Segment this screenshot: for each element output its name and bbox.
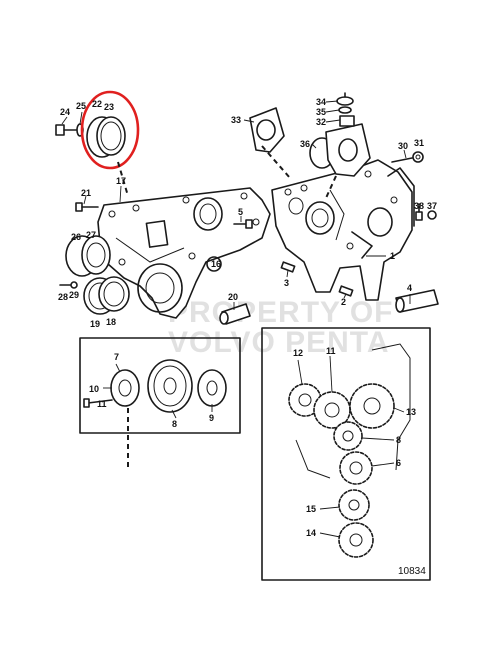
bolt-38 <box>415 203 423 221</box>
leader-lines <box>61 100 411 538</box>
tube-4 <box>395 289 439 313</box>
gasket-27 <box>81 235 111 275</box>
gear-6-crankshaft <box>339 451 373 485</box>
callout-26: 26 <box>71 232 81 242</box>
sleeve-20 <box>219 303 251 325</box>
callout-inset-8: 8 <box>172 419 177 429</box>
gear-15 <box>338 489 370 521</box>
callout-32: 32 <box>316 117 326 127</box>
gear-8-idler <box>333 421 363 451</box>
thrust-washer-9 <box>197 369 227 407</box>
callout-22: 22 <box>92 99 102 109</box>
callout-gear-11: 11 <box>326 346 336 356</box>
callout-gear-14: 14 <box>306 528 316 538</box>
callout-18: 18 <box>106 317 116 327</box>
housing-32 <box>325 115 371 177</box>
callout-21: 21 <box>81 188 91 198</box>
callout-28: 28 <box>58 292 68 302</box>
callout-25: 25 <box>76 101 86 111</box>
callout-gear-6: 6 <box>396 458 401 468</box>
bolt-11 <box>83 398 113 408</box>
callout-20: 20 <box>228 292 238 302</box>
callout-labels: 24 25 22 23 33 34 35 32 36 30 31 21 17 5… <box>58 97 437 538</box>
flange-33 <box>249 107 285 153</box>
callout-27: 27 <box>86 230 96 240</box>
callout-3: 3 <box>284 278 289 288</box>
idler-hub-10 <box>110 369 140 407</box>
bolt-21 <box>75 202 99 212</box>
drawing-number: 10834 <box>398 566 426 577</box>
timing-gear-housing-1 <box>271 159 415 301</box>
callout-inset-11: 11 <box>97 399 107 409</box>
screw-28 <box>59 281 78 289</box>
cap-34 <box>336 92 354 106</box>
callout-gear-8: 8 <box>396 435 401 445</box>
callout-36: 36 <box>300 139 310 149</box>
callout-gear-15: 15 <box>306 504 316 514</box>
stud-30 <box>391 157 413 163</box>
bolt-5 <box>233 219 253 229</box>
gear-13 <box>349 383 395 429</box>
callout-inset-9: 9 <box>209 413 214 423</box>
highlight-circle <box>80 90 140 170</box>
alignment-line <box>117 161 129 197</box>
watermark-line-1: PROPERTY OF <box>168 296 393 329</box>
seal-35 <box>338 106 352 114</box>
callout-inset-7: 7 <box>114 352 119 362</box>
callout-4: 4 <box>407 283 412 293</box>
watermark-line-2: VOLVO PENTA <box>168 326 390 359</box>
callout-24: 24 <box>60 107 70 117</box>
callout-29: 29 <box>69 290 79 300</box>
callout-5: 5 <box>238 207 243 217</box>
callout-gear-13: 13 <box>406 407 416 417</box>
callout-35: 35 <box>316 107 326 117</box>
callout-33: 33 <box>231 115 241 125</box>
washer-37 <box>427 210 437 220</box>
dowel-pin-3 <box>280 261 296 273</box>
callout-1: 1 <box>390 251 395 261</box>
callout-17: 17 <box>116 176 126 186</box>
callout-16: 16 <box>211 259 221 269</box>
callout-34: 34 <box>316 97 326 107</box>
inset-gear-train-box <box>261 327 431 581</box>
part-16-marker <box>206 256 222 272</box>
callout-2: 2 <box>341 297 346 307</box>
callout-23: 23 <box>104 102 114 112</box>
callout-19: 19 <box>90 319 100 329</box>
gear-14 <box>338 522 374 558</box>
callout-inset-10: 10 <box>89 384 99 394</box>
callout-31: 31 <box>414 138 424 148</box>
nut-31 <box>412 151 424 163</box>
callout-38: 38 <box>414 201 424 211</box>
callout-gear-12: 12 <box>293 348 303 358</box>
idler-gear-8 <box>147 359 193 413</box>
callout-30: 30 <box>398 141 408 151</box>
inset-idler-gear-box <box>79 337 241 434</box>
dowel-pin-2 <box>338 285 354 297</box>
callout-37: 37 <box>427 201 437 211</box>
